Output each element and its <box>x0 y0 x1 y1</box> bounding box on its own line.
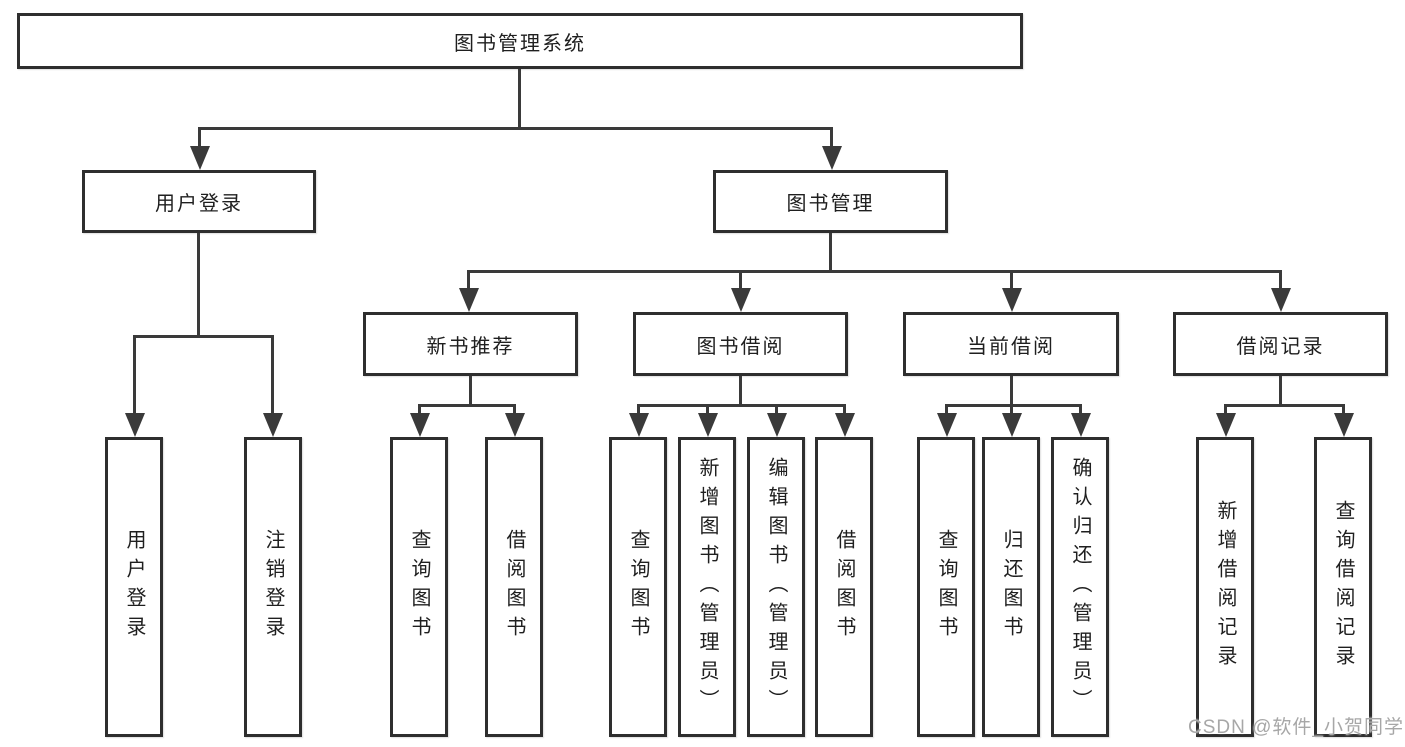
arrow-down-icon <box>1071 413 1091 437</box>
leaf-add-book-admin: 新增图书（管理员） <box>678 437 736 737</box>
leaf-borrow-query-book-label: 查询图书 <box>627 529 649 645</box>
connector-bookmgmt-drop-3 <box>1010 270 1013 290</box>
connector-record-drop-2 <box>1342 404 1345 416</box>
leaf-borrow-book-label: 借阅图书 <box>833 529 855 645</box>
arrow-down-icon <box>835 413 855 437</box>
leaf-add-borrow-record-label: 新增借阅记录 <box>1214 500 1236 674</box>
node-root-label: 图书管理系统 <box>454 32 586 55</box>
connector-borrow-bar <box>637 404 846 407</box>
connector-userlogin-bar <box>133 335 274 338</box>
connector-recommend-drop-2 <box>513 404 516 416</box>
connector-userlogin-drop-1 <box>133 335 136 415</box>
leaf-recommend-borrow-book: 借阅图书 <box>485 437 543 737</box>
connector-current-stub <box>1010 376 1013 407</box>
connector-current-bar <box>945 404 1082 407</box>
connector-root-bar <box>198 127 833 130</box>
arrow-down-icon <box>937 413 957 437</box>
leaf-edit-book-admin-label: 编辑图书（管理员） <box>765 456 787 718</box>
node-current-borrow-label: 当前借阅 <box>967 335 1055 358</box>
leaf-logout-label: 注销登录 <box>262 529 284 645</box>
leaf-add-borrow-record: 新增借阅记录 <box>1196 437 1254 737</box>
connector-recommend-bar <box>418 404 516 407</box>
connector-recommend-stub <box>469 376 472 407</box>
arrow-down-icon <box>731 288 751 312</box>
arrow-down-icon <box>629 413 649 437</box>
connector-record-drop-1 <box>1224 404 1227 416</box>
connector-root-drop-left <box>198 127 201 149</box>
leaf-return-book-label: 归还图书 <box>1000 529 1022 645</box>
leaf-recommend-query-book-label: 查询图书 <box>408 529 430 645</box>
connector-borrow-drop-3 <box>775 404 778 416</box>
arrow-down-icon <box>698 413 718 437</box>
arrow-down-icon <box>1271 288 1291 312</box>
connector-userlogin-drop-2 <box>271 335 274 415</box>
node-borrow-record: 借阅记录 <box>1173 312 1388 376</box>
arrow-down-icon <box>410 413 430 437</box>
connector-borrow-drop-1 <box>637 404 640 416</box>
node-user-login-label: 用户登录 <box>155 193 243 215</box>
leaf-recommend-query-book: 查询图书 <box>390 437 448 737</box>
leaf-edit-book-admin: 编辑图书（管理员） <box>747 437 805 737</box>
connector-current-drop-2 <box>1010 404 1013 416</box>
csdn-watermark: CSDN @软件_小贺同学 <box>1188 717 1404 738</box>
leaf-return-book: 归还图书 <box>982 437 1040 737</box>
connector-bookmgmt-drop-2 <box>739 270 742 290</box>
node-root: 图书管理系统 <box>17 13 1023 69</box>
leaf-current-query-book-label: 查询图书 <box>935 529 957 645</box>
node-book-borrow: 图书借阅 <box>633 312 848 376</box>
arrow-down-icon <box>263 413 283 437</box>
node-borrow-record-label: 借阅记录 <box>1236 335 1325 358</box>
arrow-down-icon <box>767 413 787 437</box>
arrow-down-icon <box>190 146 210 170</box>
connector-userlogin-stub <box>197 233 200 337</box>
connector-root-drop-right <box>830 127 833 149</box>
leaf-confirm-return-admin: 确认归还（管理员） <box>1051 437 1109 737</box>
connector-borrow-drop-4 <box>843 404 846 416</box>
leaf-user-login: 用户登录 <box>105 437 163 737</box>
node-new-book-recommend: 新书推荐 <box>363 312 578 376</box>
arrow-down-icon <box>822 146 842 170</box>
connector-bookmgmt-bar <box>467 270 1282 273</box>
arrow-down-icon <box>1002 413 1022 437</box>
connector-bookmgmt-drop-4 <box>1279 270 1282 290</box>
arrow-down-icon <box>1216 413 1236 437</box>
connector-recommend-drop-1 <box>418 404 421 416</box>
connector-current-drop-1 <box>945 404 948 416</box>
leaf-borrow-query-book: 查询图书 <box>609 437 667 737</box>
arrow-down-icon <box>1002 288 1022 312</box>
arrow-down-icon <box>505 413 525 437</box>
arrow-down-icon <box>1334 413 1354 437</box>
arrow-down-icon <box>125 413 145 437</box>
leaf-user-login-label: 用户登录 <box>123 529 145 645</box>
connector-borrow-stub <box>739 376 742 407</box>
leaf-logout: 注销登录 <box>244 437 302 737</box>
connector-record-bar <box>1224 404 1345 407</box>
leaf-current-query-book: 查询图书 <box>917 437 975 737</box>
connector-current-drop-3 <box>1079 404 1082 416</box>
node-book-borrow-label: 图书借阅 <box>696 335 785 358</box>
node-book-management-label: 图书管理 <box>786 193 875 215</box>
connector-record-stub <box>1279 376 1282 407</box>
connector-bookmgmt-drop-1 <box>467 270 470 290</box>
leaf-borrow-book: 借阅图书 <box>815 437 873 737</box>
connector-borrow-drop-2 <box>706 404 709 416</box>
leaf-add-book-admin-label: 新增图书（管理员） <box>696 456 718 718</box>
node-current-borrow: 当前借阅 <box>903 312 1119 376</box>
connector-bookmgmt-stub <box>829 233 832 273</box>
node-user-login: 用户登录 <box>82 170 316 233</box>
leaf-confirm-return-admin-label: 确认归还（管理员） <box>1069 456 1091 718</box>
leaf-query-borrow-record-label: 查询借阅记录 <box>1332 500 1354 674</box>
leaf-recommend-borrow-book-label: 借阅图书 <box>503 529 525 645</box>
arrow-down-icon <box>459 288 479 312</box>
node-new-book-recommend-label: 新书推荐 <box>426 335 515 358</box>
leaf-query-borrow-record: 查询借阅记录 <box>1314 437 1372 737</box>
connector-root-stub <box>518 69 521 127</box>
node-book-management: 图书管理 <box>713 170 948 233</box>
